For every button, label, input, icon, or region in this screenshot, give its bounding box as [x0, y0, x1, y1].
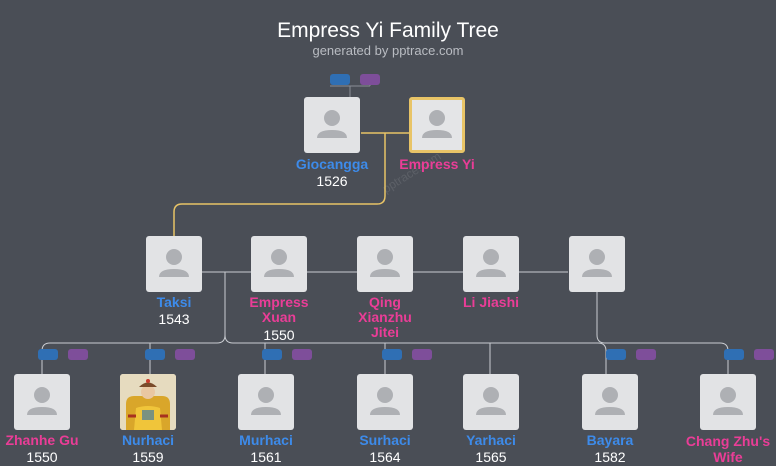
- person-silhouette-icon: [251, 387, 281, 415]
- mother-badge[interactable]: [68, 349, 88, 360]
- person-card-surhaci[interactable]: [357, 374, 413, 430]
- person-silhouette-icon: [159, 249, 189, 277]
- person-name[interactable]: Qing Xianzhu Jitei: [358, 294, 412, 340]
- person-name[interactable]: Yarhaci: [466, 432, 516, 448]
- father-badge[interactable]: [606, 349, 626, 360]
- person-name[interactable]: Empress Xuan: [249, 294, 309, 325]
- person-birth-year: 1564: [369, 449, 401, 465]
- person-card-zhanhe-gu[interactable]: [14, 374, 70, 430]
- person-birth-year: 1550: [26, 449, 58, 465]
- person-silhouette-icon: [582, 249, 612, 277]
- person-silhouette-icon: [422, 110, 452, 138]
- person-card-qing-xianzhu-jitei[interactable]: [357, 236, 413, 292]
- mother-badge[interactable]: [292, 349, 312, 360]
- person-birth-year: 1561: [250, 449, 282, 465]
- person-birth-year: 1565: [475, 449, 507, 465]
- mother-badge[interactable]: [754, 349, 774, 360]
- person-name[interactable]: Giocangga: [295, 156, 369, 172]
- person-card-chang-zhus-wife[interactable]: [700, 374, 756, 430]
- person-card-li-jiashi[interactable]: [463, 236, 519, 292]
- father-badge[interactable]: [330, 74, 350, 85]
- person-name[interactable]: Murhaci: [239, 432, 293, 448]
- person-silhouette-icon: [595, 387, 625, 415]
- emperor-portrait-icon: [120, 374, 176, 430]
- father-badge[interactable]: [38, 349, 58, 360]
- person-silhouette-icon: [317, 110, 347, 138]
- mother-badge[interactable]: [636, 349, 656, 360]
- person-silhouette-icon: [476, 249, 506, 277]
- mother-badge[interactable]: [360, 74, 380, 85]
- person-silhouette-icon: [264, 249, 294, 277]
- person-name[interactable]: Li Jiashi: [462, 294, 520, 310]
- person-silhouette-icon: [713, 387, 743, 415]
- person-birth-year: 1559: [132, 449, 164, 465]
- person-card-nurhaci[interactable]: [120, 374, 176, 430]
- person-birth-year: 1582: [594, 449, 626, 465]
- page-subtitle: generated by pptrace.com: [312, 43, 464, 58]
- person-name[interactable]: Chang Zhu's Wife: [685, 433, 771, 465]
- person-silhouette-icon: [27, 387, 57, 415]
- person-card-unknown-spouse[interactable]: [569, 236, 625, 292]
- person-birth-year: 1543: [158, 311, 190, 327]
- person-name[interactable]: Nurhaci: [121, 432, 175, 448]
- person-name[interactable]: Taksi: [156, 294, 192, 310]
- person-name[interactable]: Zhanhe Gu: [5, 432, 79, 448]
- person-card-giocangga[interactable]: [304, 97, 360, 153]
- person-card-bayara[interactable]: [582, 374, 638, 430]
- person-name[interactable]: Bayara: [586, 432, 634, 448]
- father-badge[interactable]: [262, 349, 282, 360]
- person-silhouette-icon: [370, 387, 400, 415]
- person-card-murhaci[interactable]: [238, 374, 294, 430]
- mother-badge[interactable]: [412, 349, 432, 360]
- person-card-empress-xuan[interactable]: [251, 236, 307, 292]
- person-birth-year: 1550: [263, 327, 295, 343]
- mother-badge[interactable]: [175, 349, 195, 360]
- father-badge[interactable]: [382, 349, 402, 360]
- person-birth-year: 1526: [316, 173, 348, 189]
- person-name[interactable]: Surhaci: [359, 432, 411, 448]
- person-silhouette-icon: [370, 249, 400, 277]
- person-silhouette-icon: [476, 387, 506, 415]
- page-title: Empress Yi Family Tree: [277, 19, 499, 42]
- person-card-taksi[interactable]: [146, 236, 202, 292]
- person-card-empress-yi[interactable]: [409, 97, 465, 153]
- person-name[interactable]: Empress Yi: [399, 156, 475, 172]
- father-badge[interactable]: [145, 349, 165, 360]
- father-badge[interactable]: [724, 349, 744, 360]
- person-card-yarhaci[interactable]: [463, 374, 519, 430]
